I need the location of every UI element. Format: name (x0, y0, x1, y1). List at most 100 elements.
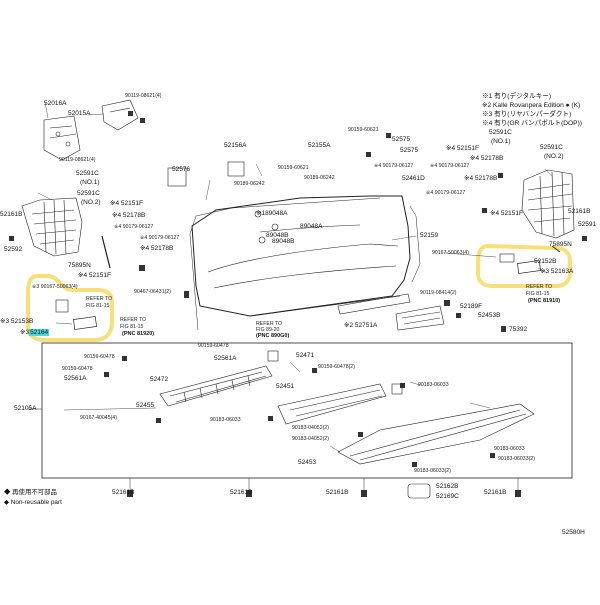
part-number: 52163A (550, 268, 574, 275)
part-label: (NO.2) (544, 153, 564, 160)
part-label: 90167-50063(4) (432, 250, 469, 256)
part-label: 52591C (489, 129, 512, 136)
part-label: 52016A (44, 100, 67, 107)
part-label: 90183-06033 (494, 446, 525, 452)
part-label: 52159 (420, 232, 439, 239)
callout-highlight-right (476, 243, 572, 288)
sub-assembly-frame (41, 342, 573, 479)
part-number: 90179-06127 (148, 235, 180, 241)
part-number: 90179-06127 (122, 224, 154, 230)
callout-highlight-left (26, 274, 114, 342)
part-label-with-note: ※352164 (20, 329, 50, 337)
pnc-label: (PNC 81920) (122, 331, 155, 337)
lower-bracket-52472 (159, 365, 273, 407)
pnc-label: (PNC 81910) (528, 298, 561, 304)
part-label: 75392 (509, 326, 528, 333)
part-label: 90183-04052(2) (292, 436, 329, 442)
part-label: (NO.1) (491, 138, 511, 145)
part-label: 52561A (214, 355, 237, 362)
part-label: (NO.2) (81, 199, 101, 206)
diffuser-52453 (337, 403, 535, 465)
part-label: 90159-60478 (198, 343, 229, 349)
part-label-with-note: ※3 90167-50063(4) (32, 284, 78, 290)
reference-label: FIG 89-20 (256, 327, 280, 333)
part-label-with-note: ※3 52163A (540, 268, 574, 276)
part-label: 90159-60478 (62, 366, 93, 372)
note-marker: ※4 (470, 155, 480, 162)
part-label: 90119-08621(4) (125, 93, 162, 99)
part-label: 52162B (436, 483, 459, 490)
part-label-with-note: ※189048A (256, 210, 288, 218)
note-marker: ※4 (426, 190, 434, 196)
part-number: 52178B (480, 155, 504, 162)
part-label: 52152B (534, 258, 557, 265)
note-marker: ※4 (78, 272, 88, 279)
legend-line-3: ※3 有り(リヤバンパーダクト) (482, 111, 572, 118)
part-label: 52576 (172, 166, 191, 173)
part-number: 52151F (120, 200, 143, 207)
non-reusable-legend-jp: ◆ 再使用不可部品 (4, 489, 57, 496)
part-label: 52453B (478, 312, 501, 319)
part-label: 52575 (392, 136, 411, 143)
reference-label: REFER TO (526, 284, 553, 290)
highlighted-part-number: 52164 (29, 329, 50, 336)
part-label: 52453 (298, 459, 317, 466)
part-number: 52151F (456, 145, 479, 152)
part-label: 90189-06242 (234, 181, 265, 187)
part-label: 52561A (64, 375, 87, 382)
note-marker: ※4 (140, 235, 148, 241)
part-label: 52591C (77, 190, 100, 197)
part-label-with-note: ※2 52751A (344, 322, 378, 330)
part-number: 52178B (150, 245, 174, 252)
part-number: 52178B (122, 212, 146, 219)
part-label: 52161B (326, 489, 349, 496)
part-label-with-note: ※4 90179-06127 (430, 163, 469, 169)
part-label: 52161B (484, 489, 507, 496)
part-label: 90183-04052(2) (292, 425, 329, 431)
part-number: 90179-06127 (382, 163, 414, 169)
part-label: 52015A (68, 110, 91, 117)
reference-label: REFER TO (86, 296, 113, 302)
part-label: 52156A (224, 142, 247, 149)
note-marker: ※4 (446, 145, 456, 152)
part-label: 52472 (150, 376, 169, 383)
part-label: 52155A (308, 142, 331, 149)
part-label: 90467-06431(2) (134, 289, 171, 295)
part-label: 52471 (296, 352, 315, 359)
part-label: 90167-40045(4) (80, 415, 117, 421)
part-label: 90183-06033 (210, 417, 241, 423)
part-label: 52189F (460, 303, 483, 310)
note-marker: ※3 (540, 268, 550, 275)
part-label: 90159-60621 (278, 165, 309, 171)
part-label: 89048B (272, 238, 295, 245)
note-marker: ※4 (490, 210, 500, 217)
part-label: 90189-06242 (304, 175, 335, 181)
reference-label: REFER TO (256, 321, 283, 327)
part-label-with-note: ※4 52178B (112, 212, 146, 220)
part-label-with-note: ※4 90179-06127 (374, 163, 414, 169)
pnc-label: (PNC 890G0) (256, 333, 290, 339)
part-label: 52461D (402, 175, 425, 182)
note-marker: ※4 (140, 245, 150, 252)
note-marker: ※2 (344, 322, 354, 329)
part-number: 89048A (265, 210, 288, 217)
part-number: 52751A (354, 322, 378, 329)
non-reusable-jp-text: 再使用不可部品 (12, 489, 57, 496)
non-reusable-legend-en: ◆ Non-reusable part (4, 499, 62, 506)
part-number: 90167-50063(4) (40, 284, 78, 290)
part-label: 52455 (136, 402, 155, 409)
note-marker: ※4 (464, 175, 474, 182)
part-label-with-note: ※4 52151F (78, 272, 111, 280)
part-label: 52592 (4, 246, 23, 253)
note-marker: ※1 (256, 210, 266, 217)
part-label-with-note: ※4 52178B (140, 245, 174, 253)
part-label-with-note: ※3 52153B (0, 318, 33, 326)
part-label: 75895N (68, 262, 91, 269)
part-number: 90179-06127 (434, 190, 466, 196)
part-label-with-note: ※4 52151F (446, 145, 479, 153)
part-label: 52169C (436, 493, 459, 500)
diagram-code: 52580H (562, 529, 585, 536)
upper-left-bracket (43, 115, 81, 161)
